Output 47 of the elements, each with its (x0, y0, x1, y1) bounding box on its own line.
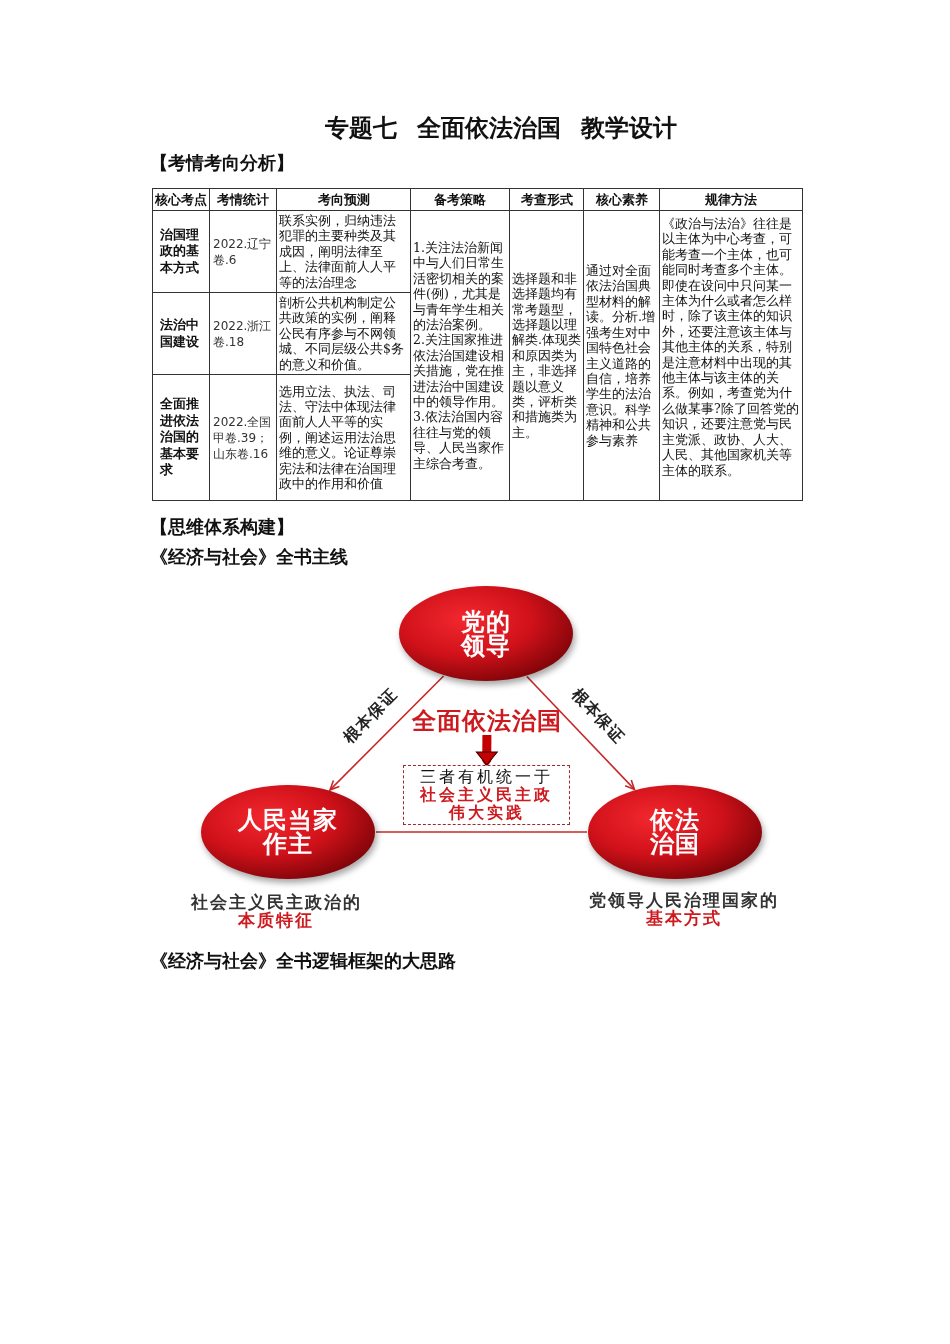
table-text: 联系实例，归纳违法犯罪的主要种类及其成因，阐明法律至上、法律面前人人平等的法治理念 (279, 213, 397, 290)
table-text: 2022.全国甲卷.39；山东卷.16 (212, 413, 273, 462)
page-title: 专题七 全面依法治国 教学设计 (324, 113, 678, 143)
node-label: 党的领导 (459, 609, 512, 658)
row-heading: 全面推进依法治国的基本要求 (159, 396, 200, 479)
table-text: 选择题和非选择题均有常考题型，选择题以理解类.体现类和原因类为主，非选择题以意义类，评析类和措施类为主。 (512, 270, 581, 441)
column-heading: 考向预测 (316, 192, 371, 207)
column-heading: 备考策略 (433, 192, 487, 207)
table-text: 2022.辽宁卷.6 (212, 235, 273, 268)
node-caption: 社会主义民主政治的 (190, 893, 362, 911)
dashed-box (403, 765, 570, 825)
box-text: 社会主义民主政伟大实践 (419, 786, 554, 822)
block-arrow (475, 734, 498, 766)
column-heading: 核心素养 (594, 192, 649, 207)
node-label: 依法治国 (648, 808, 701, 856)
edge-label: 根本保证 (568, 685, 628, 748)
node-caption: 本质特征 (238, 911, 314, 929)
section-heading: 【考情考向分析】 (150, 152, 294, 174)
box-text: 三者有机统一于 (420, 768, 553, 786)
table-text: 3.依法治国内容往往与党的领导、人民当家作主综合考查。 (413, 409, 505, 472)
arrow (526, 675, 636, 791)
table-text: 《政治与法治》往往是以主体为中心考查，可能考查一个主体，也可能同时考查多个主体。即使在设问中只问某一主体为什么或者怎么样时，除了该主体的知识外，还要注意该主体与其他主体的关系，特别是注意材料中出现的其他主体与该主体的关系。例如，考查党为什么做某事?除了回答党的知识，还要注意党与民主党派、政协、人大、人民、其他国家机关等主体的联系。 (662, 216, 800, 478)
section-heading: 《经济与社会》全书主线 (150, 546, 348, 568)
table-text: 2.关注国家推进依法治国建设相关措施，党在推进法治中国建设中的领导作用。 (413, 332, 505, 410)
table-text: 通过对全面依法治国典型材料的解读。分析.增强考生对中国特色社会主义道路的自信，培养学生的法治意识。科学精神和公共参与素养 (586, 263, 656, 448)
edge-label: 根本保证 (339, 685, 401, 747)
column-heading: 规律方法 (704, 192, 758, 207)
connector-line (375, 831, 588, 833)
center-heading: 全面依法治国 (412, 707, 562, 735)
column-heading: 核心考点 (155, 192, 207, 207)
column-heading: 考情统计 (216, 192, 270, 207)
oval (587, 784, 763, 880)
arrow (329, 675, 445, 791)
row-heading: 治国理政的基本方式 (159, 226, 200, 277)
table-text: 剖析公共机构制定公共政策的实例，阐释公民有序参与不网领城、不同层级公共$务的意义和价值。 (279, 295, 405, 372)
oval (200, 784, 376, 880)
table-text: 2022.浙江卷.18 (212, 317, 273, 350)
node-label: 人民当家作主 (237, 808, 339, 856)
section-heading: 【思维体系构建】 (150, 516, 294, 538)
table-text: 选用立法、执法、司法、守法中体现法律面前人人平等的实例，阐述运用法治思维的意义。论证尊崇宪法和法律在治国理政中的作用和价值 (279, 383, 397, 492)
table-text: 1.关注法治新闻中与人们日常生活密切相关的案件(例)，尤其是与青年学生相关的法治案例。 (413, 239, 505, 333)
section-heading: 《经济与社会》全书逻辑框架的大思路 (150, 950, 456, 972)
oval (398, 585, 574, 682)
node-caption: 基本方式 (646, 909, 722, 927)
column-heading: 考查形式 (519, 192, 574, 207)
row-heading: 法治中国建设 (159, 317, 200, 350)
node-caption: 党领导人民治理国家的 (589, 891, 779, 909)
